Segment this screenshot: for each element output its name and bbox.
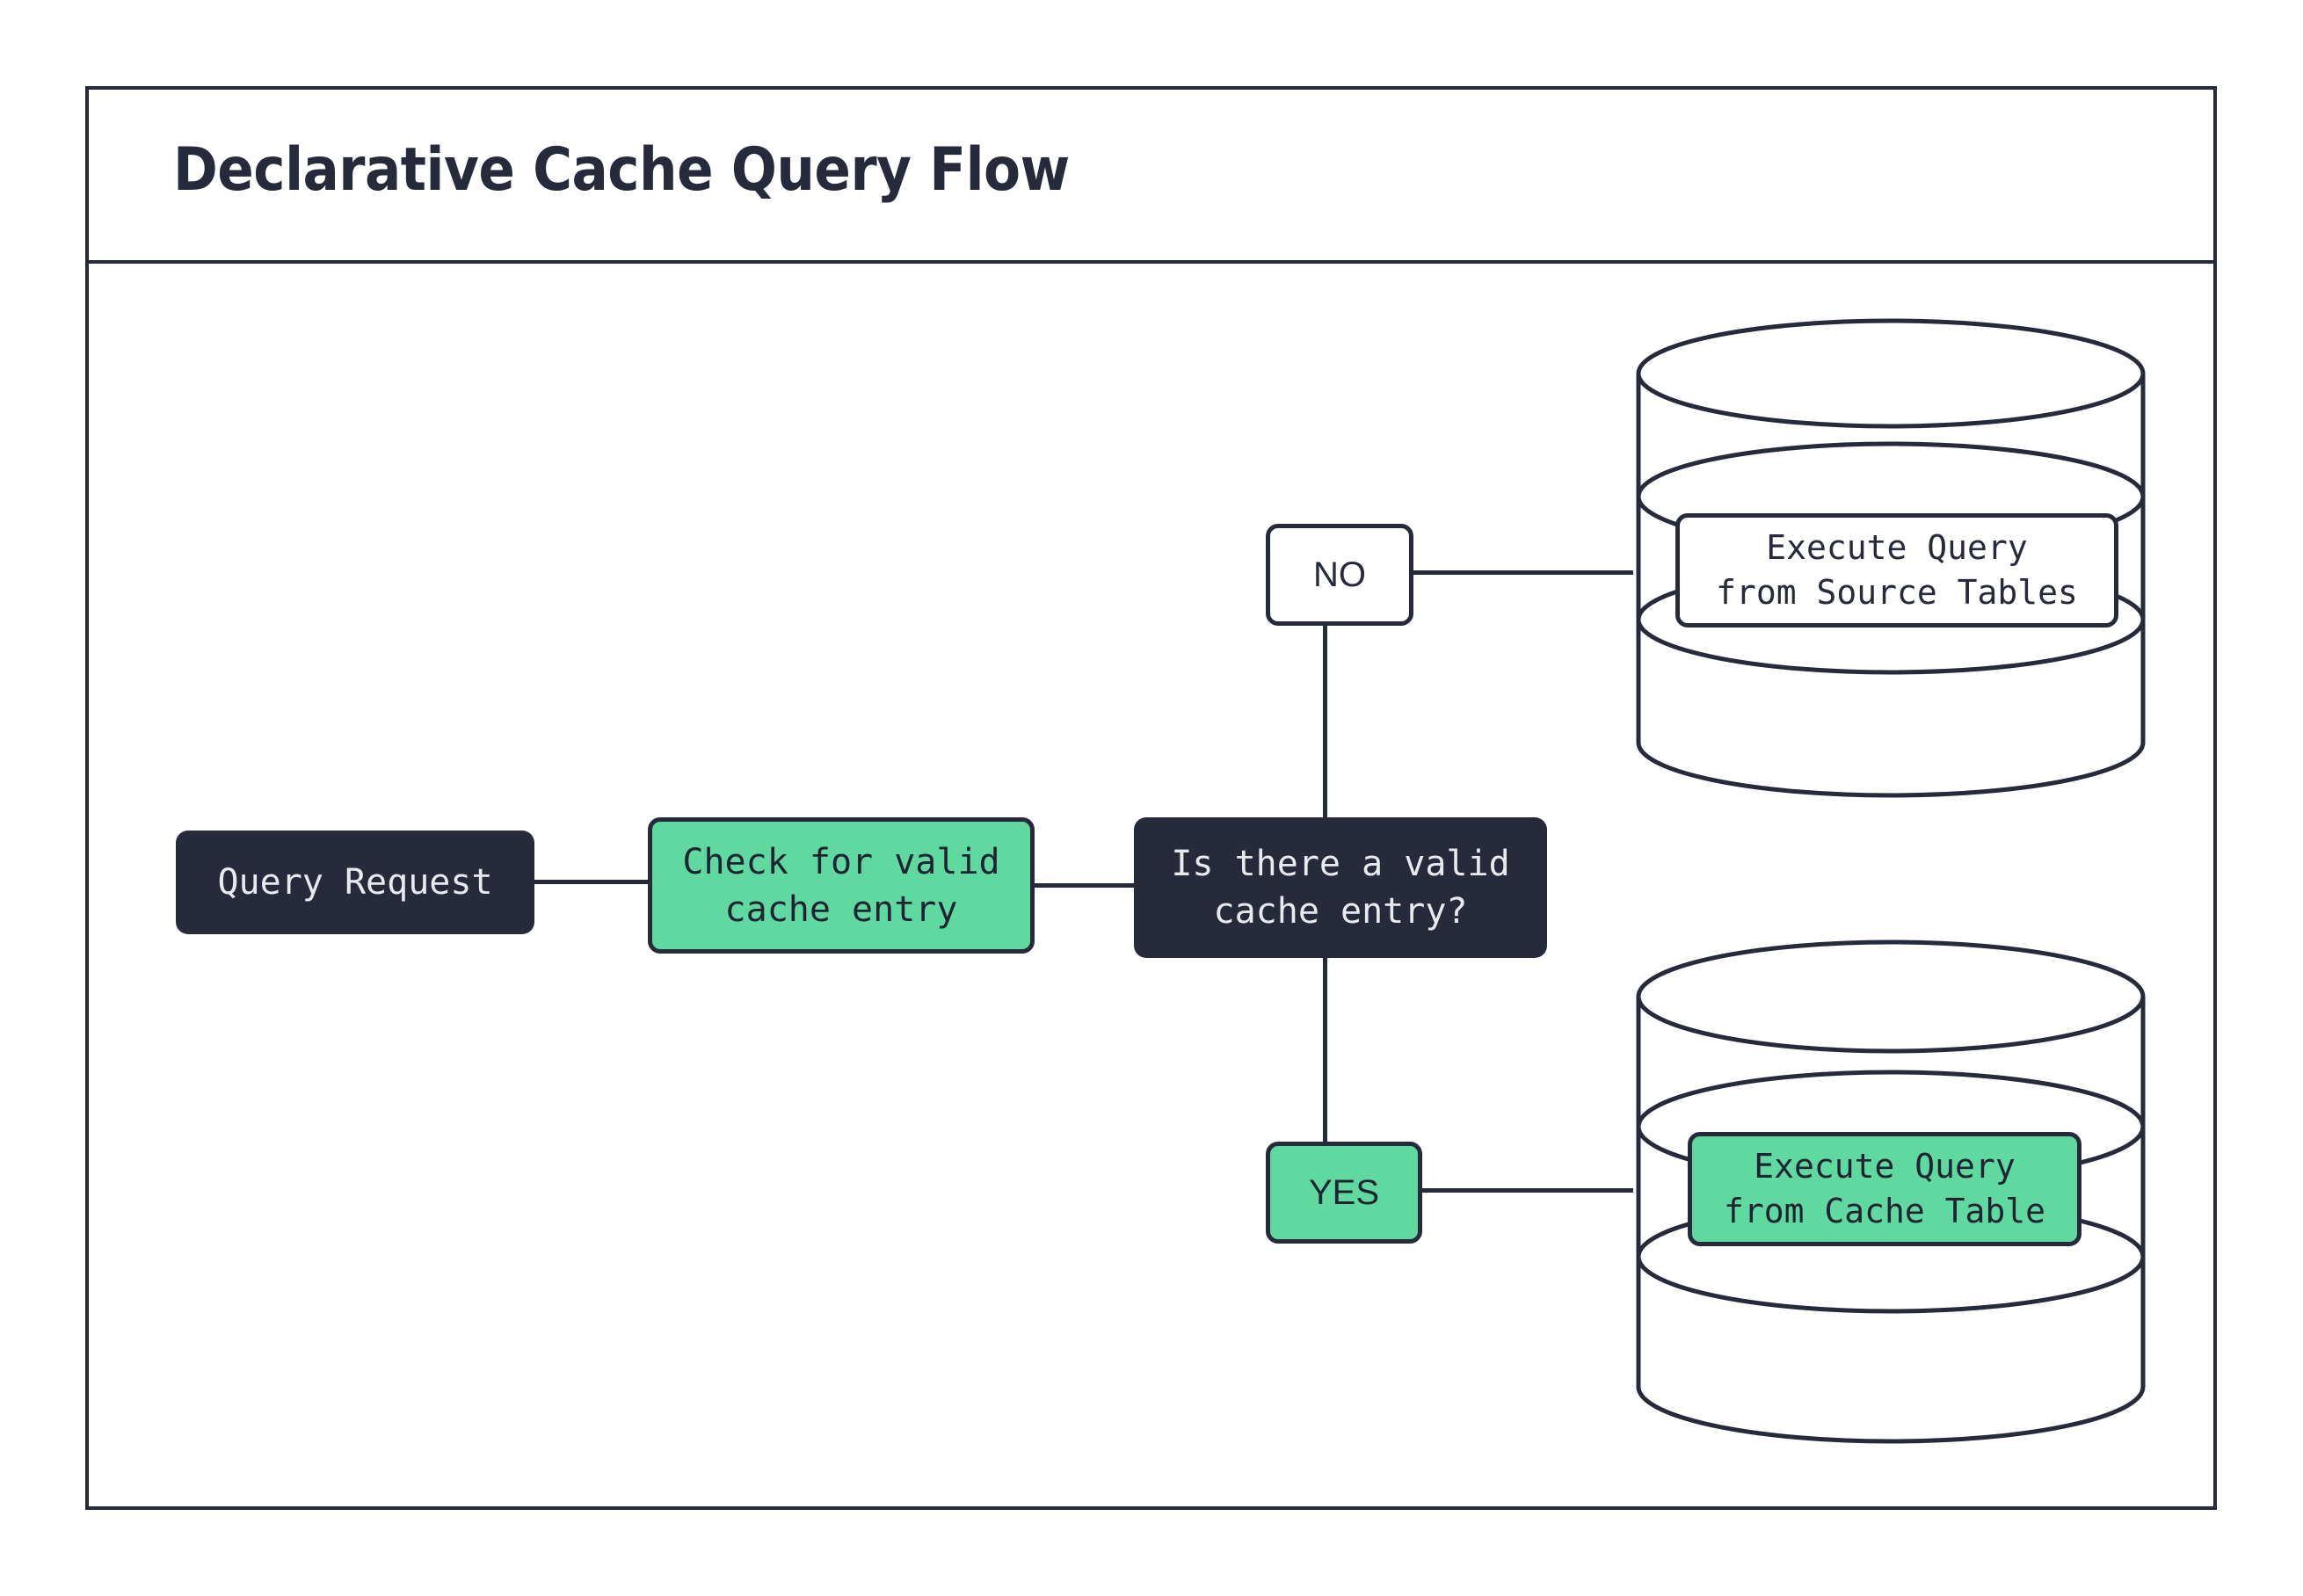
node-execute-query-from-source-tables[interactable]: Execute Query from Source Tables <box>1675 513 2118 628</box>
node-query-request[interactable]: Query Request <box>176 831 534 934</box>
connector-yes-to-cache-database <box>1420 1188 1633 1193</box>
title-bar: Declarative Cache Query Flow <box>89 90 2213 264</box>
connector-decision-to-yes <box>1323 956 1327 1143</box>
connector-check-to-decision <box>1033 883 1137 888</box>
node-execute-query-from-cache-table[interactable]: Execute Query from Cache Table <box>1688 1132 2081 1246</box>
node-check-for-valid-cache-entry[interactable]: Check for valid cache entry <box>648 817 1035 954</box>
branch-label-no[interactable]: NO <box>1266 524 1413 626</box>
branch-label-yes[interactable]: YES <box>1266 1142 1422 1244</box>
connector-request-to-check <box>533 880 650 884</box>
connector-decision-to-no <box>1323 624 1327 819</box>
page-title: Declarative Cache Query Flow <box>173 135 1070 205</box>
node-decision-valid-cache-entry[interactable]: Is there a valid cache entry? <box>1134 817 1547 958</box>
connector-no-to-source-database <box>1411 570 1633 575</box>
diagram-frame: Declarative Cache Query Flow <box>85 86 2217 1510</box>
